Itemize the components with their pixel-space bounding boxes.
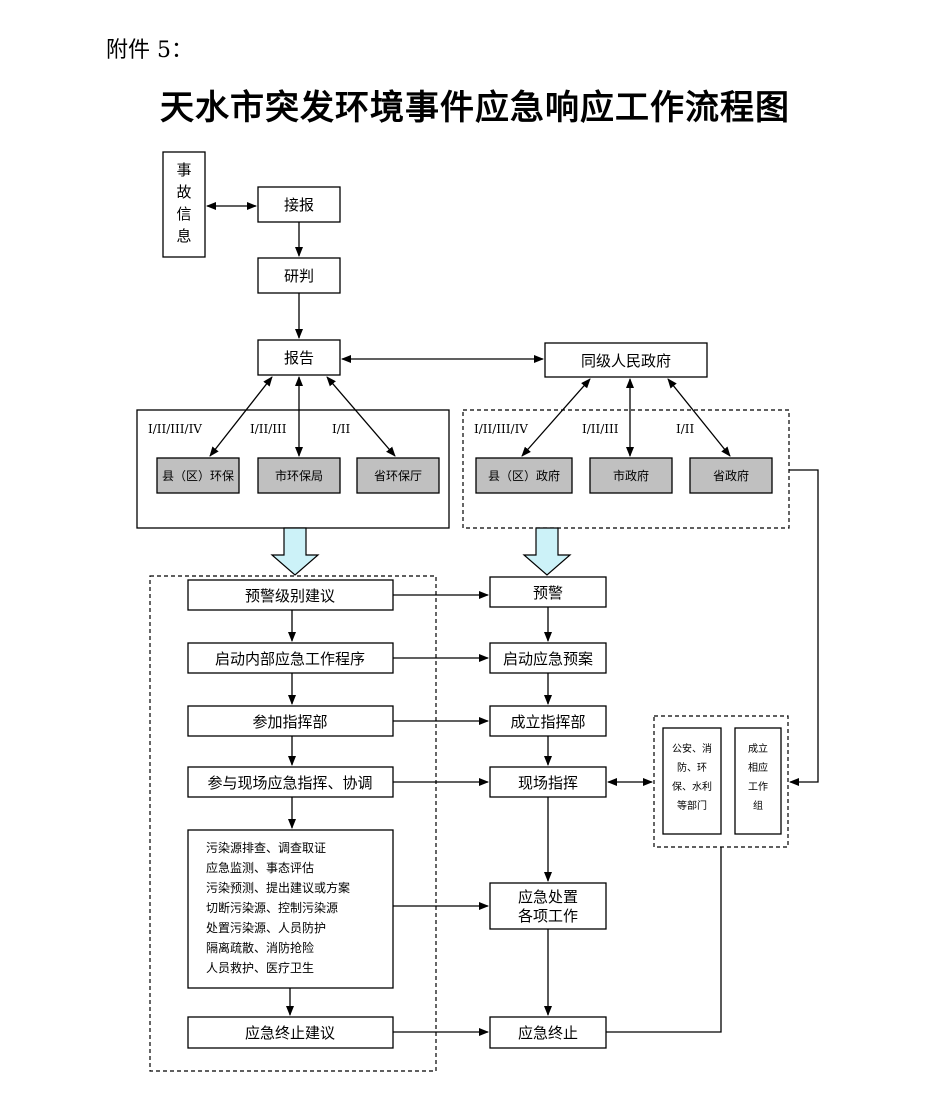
task-6: 隔离疏散、消防抢险 bbox=[206, 940, 314, 955]
level-label-l3-right: I/II bbox=[676, 422, 695, 436]
level-label-l3-left: I/II bbox=[332, 422, 351, 436]
big-down-arrow-right bbox=[522, 527, 572, 576]
svg-text:省环保厅: 省环保厅 bbox=[374, 469, 422, 483]
svg-text:启动内部应急工作程序: 启动内部应急工作程序 bbox=[215, 650, 365, 668]
level-label-l1-right: I/II/III/IV bbox=[474, 422, 528, 436]
big-down-arrow-left bbox=[270, 527, 320, 576]
node-set-hq: 成立指挥部 bbox=[489, 705, 607, 737]
set-group-line-4: 组 bbox=[753, 799, 763, 812]
set-group-line-1: 成立 bbox=[748, 742, 768, 755]
node-tasks: 污染源排查、调查取证 应急监测、事态评估 污染预测、提出建议或方案 切断污染源、… bbox=[187, 829, 394, 989]
task-2: 应急监测、事态评估 bbox=[206, 860, 314, 875]
agencies-line-3: 保、水利 bbox=[672, 780, 712, 793]
agencies-line-1: 公安、消 bbox=[672, 742, 712, 755]
node-warning: 预警 bbox=[489, 576, 607, 608]
svg-text:启动应急预案: 启动应急预案 bbox=[503, 650, 593, 668]
svg-text:应急终止: 应急终止 bbox=[518, 1024, 578, 1042]
level-label-l2-right: I/II/III bbox=[582, 422, 619, 436]
env-action-group bbox=[149, 575, 437, 1072]
connector-agencies-end bbox=[606, 847, 722, 1033]
node-start-plan: 启动应急预案 bbox=[489, 642, 607, 674]
arrow-gov-county-gov bbox=[521, 378, 591, 457]
node-county-gov: 县（区）政府 bbox=[475, 457, 573, 494]
node-jiebao: 接报 bbox=[257, 186, 341, 223]
set-group-line-3: 工作 bbox=[748, 781, 768, 793]
node-end: 应急终止 bbox=[489, 1016, 607, 1049]
task-4: 切断污染源、控制污染源 bbox=[206, 900, 338, 915]
svg-text:市政府: 市政府 bbox=[613, 468, 649, 483]
svg-text:预警: 预警 bbox=[533, 584, 563, 602]
svg-text:省政府: 省政府 bbox=[713, 468, 749, 483]
svg-text:接报: 接报 bbox=[284, 196, 314, 214]
agencies-line-4: 等部门 bbox=[677, 799, 707, 812]
task-5: 处置污染源、人员防护 bbox=[206, 920, 326, 935]
task-3: 污染预测、提出建议或方案 bbox=[206, 880, 350, 895]
svg-text:市环保局: 市环保局 bbox=[275, 468, 323, 483]
arrow-gov-prov-gov bbox=[667, 378, 731, 457]
connector-gov-agencies bbox=[789, 469, 819, 786]
node-onsite-coord: 参与现场应急指挥、协调 bbox=[187, 766, 394, 798]
node-county-env: 县（区）环保 bbox=[156, 457, 240, 494]
disposal-line-1: 应急处置 bbox=[518, 888, 578, 906]
svg-text:应急终止建议: 应急终止建议 bbox=[245, 1024, 335, 1042]
svg-text:县（区）政府: 县（区）政府 bbox=[488, 468, 560, 483]
svg-text:成立指挥部: 成立指挥部 bbox=[510, 713, 585, 731]
level-label-l1-left: I/II/III/IV bbox=[148, 422, 202, 436]
task-7: 人员救护、医疗卫生 bbox=[206, 960, 314, 975]
svg-text:现场指挥: 现场指挥 bbox=[518, 774, 578, 792]
disposal-line-2: 各项工作 bbox=[518, 907, 578, 925]
node-start-internal: 启动内部应急工作程序 bbox=[187, 642, 394, 674]
info-char-2: 故 bbox=[176, 183, 191, 201]
node-set-group: 成立 相应 工作 组 bbox=[734, 727, 782, 835]
node-city-gov: 市政府 bbox=[589, 457, 673, 494]
node-warn-level: 预警级别建议 bbox=[187, 579, 394, 611]
level-label-l2-left: I/II/III bbox=[250, 422, 287, 436]
node-info: 事 故 信 息 bbox=[162, 151, 206, 258]
svg-text:研判: 研判 bbox=[284, 267, 314, 285]
svg-text:县（区）环保: 县（区）环保 bbox=[162, 469, 234, 483]
node-yanpan: 研判 bbox=[257, 257, 341, 294]
node-agencies: 公安、消 防、环 保、水利 等部门 bbox=[662, 727, 722, 835]
info-char-1: 事 bbox=[176, 161, 191, 179]
svg-text:报告: 报告 bbox=[284, 349, 314, 367]
page-title: 天水市突发环境事件应急响应工作流程图 bbox=[160, 88, 790, 128]
node-join-hq: 参加指挥部 bbox=[187, 705, 394, 737]
info-char-4: 息 bbox=[176, 227, 191, 245]
agencies-line-2: 防、环 bbox=[677, 761, 707, 774]
node-end-suggest: 应急终止建议 bbox=[187, 1016, 394, 1049]
svg-text:同级人民政府: 同级人民政府 bbox=[581, 352, 671, 370]
arrow-baogao-prov-env bbox=[326, 376, 396, 457]
node-city-env: 市环保局 bbox=[257, 457, 341, 494]
svg-text:参与现场应急指挥、协调: 参与现场应急指挥、协调 bbox=[207, 774, 372, 792]
svg-text:预警级别建议: 预警级别建议 bbox=[245, 587, 335, 605]
set-group-line-2: 相应 bbox=[748, 761, 768, 774]
node-onsite-cmd: 现场指挥 bbox=[489, 766, 607, 798]
annex-label: 附件 5： bbox=[106, 38, 193, 63]
arrow-baogao-county-env bbox=[209, 376, 273, 457]
node-prov-gov: 省政府 bbox=[689, 457, 773, 494]
node-disposal: 应急处置 各项工作 bbox=[489, 882, 607, 930]
node-baogao: 报告 bbox=[257, 339, 341, 376]
info-char-3: 信 bbox=[176, 205, 191, 223]
node-prov-env: 省环保厅 bbox=[356, 457, 440, 494]
task-1: 污染源排查、调查取证 bbox=[206, 840, 326, 855]
svg-text:参加指挥部: 参加指挥部 bbox=[252, 713, 327, 731]
node-gov: 同级人民政府 bbox=[544, 342, 708, 378]
